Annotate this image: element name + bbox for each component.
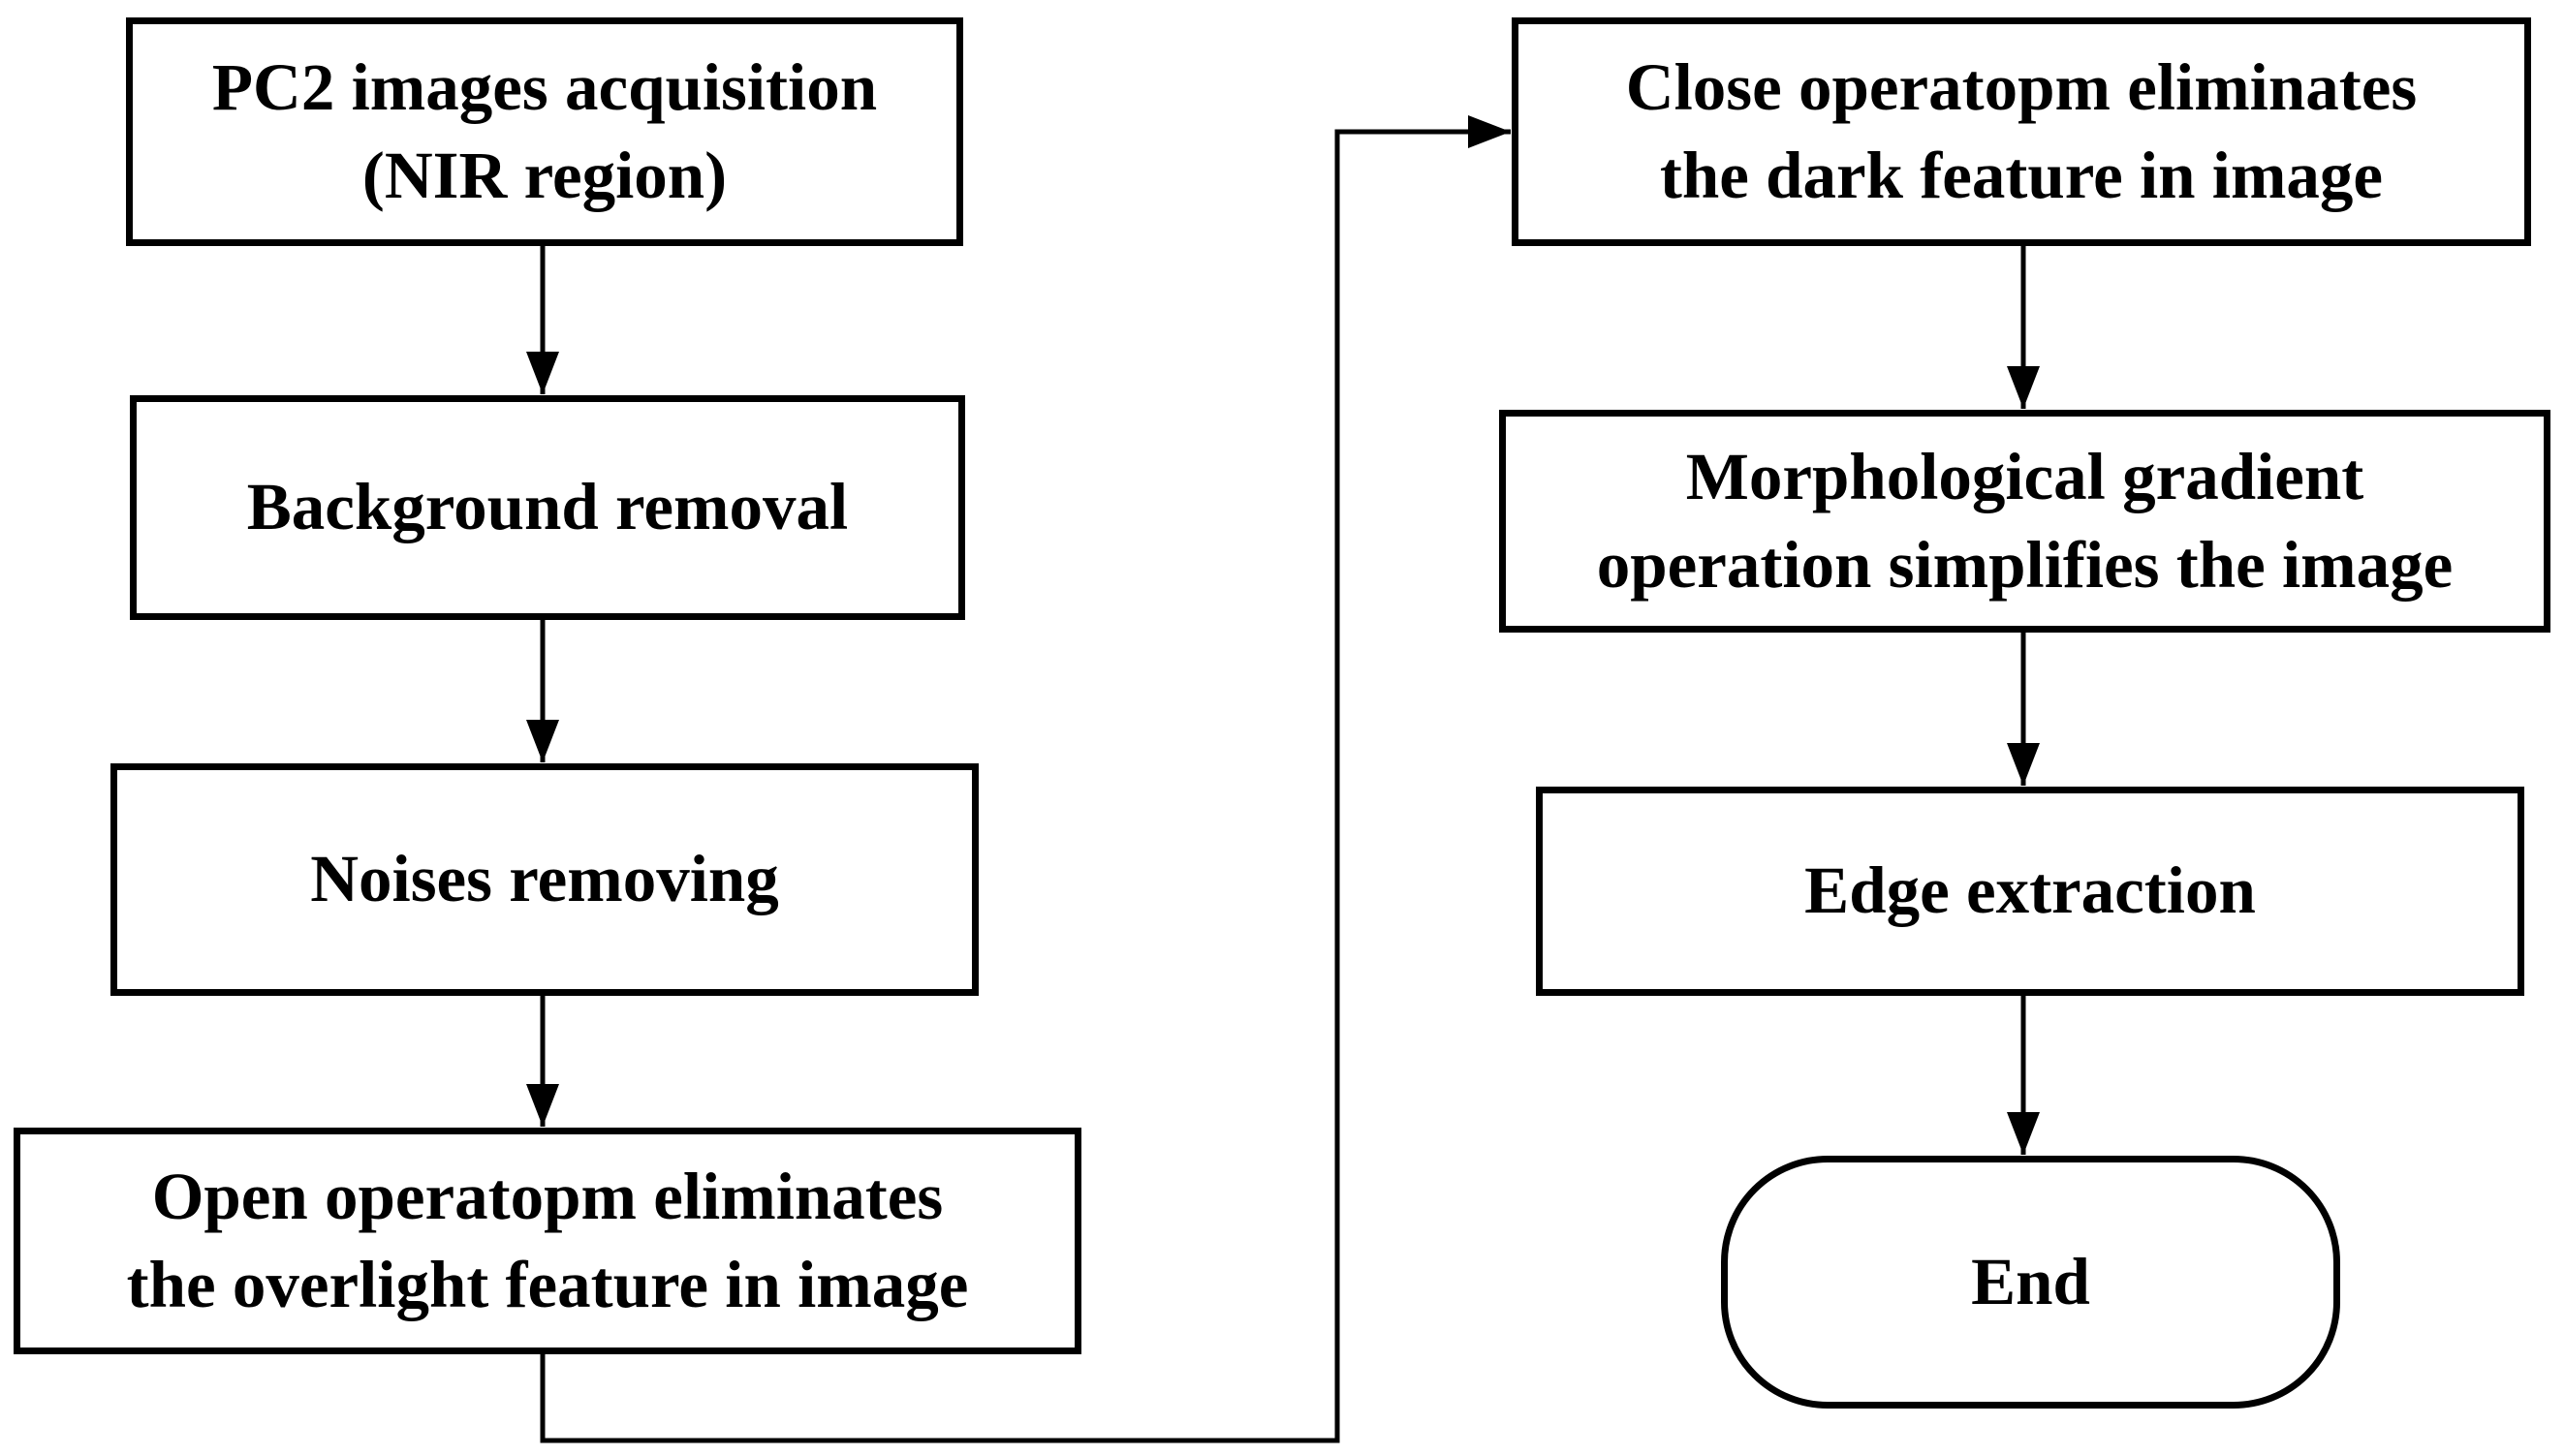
node-end: End <box>1721 1156 2340 1409</box>
node-label-line: the dark feature in image <box>1659 139 2384 212</box>
node-label-line: Close operatopm eliminates <box>1625 49 2418 124</box>
node-label-line: PC2 images acquisition <box>211 49 878 124</box>
node-noises-removing: Noises removing <box>110 763 979 996</box>
node-label-line: Open operatopm eliminates <box>151 1159 944 1233</box>
node-label-line: Noises removing <box>310 842 779 916</box>
node-pc2-images-acquisition: PC2 images acquisition (NIR region) <box>126 17 963 246</box>
node-label-line: operation simplifies the image <box>1596 528 2454 602</box>
node-close-operation: Close operatopm eliminates the dark feat… <box>1512 17 2531 246</box>
node-label-line: End <box>1971 1244 2090 1318</box>
node-morphological-gradient: Morphological gradient operation simplif… <box>1499 410 2550 633</box>
node-background-removal: Background removal <box>130 395 965 620</box>
node-label-line: (NIR region) <box>361 139 728 212</box>
node-edge-extraction: Edge extraction <box>1536 787 2524 996</box>
node-label-line: the overlight feature in image <box>126 1248 969 1321</box>
node-label-line: Edge extraction <box>1804 853 2256 928</box>
elbow-arrow-open-operation-to-close-operation <box>540 115 1511 1443</box>
node-label-line: Background removal <box>246 470 849 544</box>
node-label-line: Morphological gradient <box>1685 439 2364 513</box>
node-open-operation: Open operatopm eliminates the overlight … <box>14 1128 1081 1354</box>
